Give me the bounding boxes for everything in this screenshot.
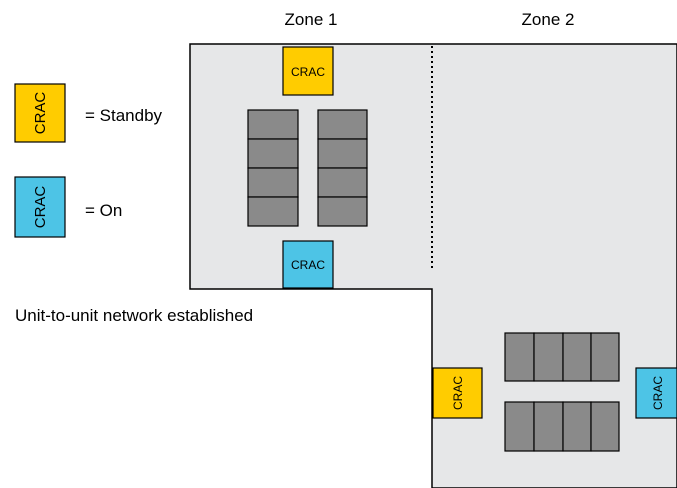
rack	[247, 109, 299, 140]
zone-1-rack-row-right	[317, 109, 368, 227]
legend: CRAC = Standby CRAC = On	[14, 83, 163, 238]
crac-unit-label: CRAC	[291, 65, 325, 79]
network-status-caption: Unit-to-unit network established	[15, 306, 253, 325]
crac-unit-box	[432, 367, 483, 419]
crac-unit-box	[635, 367, 677, 419]
zone-1-label: Zone 1	[285, 10, 338, 29]
rack	[317, 196, 368, 227]
crac-unit-box	[282, 240, 334, 289]
legend-on-swatch	[14, 176, 66, 238]
crac-unit-label: CRAC	[451, 376, 465, 410]
rack	[317, 109, 368, 140]
legend-standby-text: = Standby	[85, 106, 163, 125]
rack	[590, 401, 620, 452]
rack	[590, 332, 620, 382]
legend-standby-swatch	[14, 83, 66, 143]
crac-unit-label: CRAC	[291, 258, 325, 272]
rack	[247, 196, 299, 227]
rack	[504, 401, 535, 452]
crac-unit-label: CRAC	[651, 376, 665, 410]
crac-unit-zone-2-right: CRAC	[635, 367, 677, 419]
legend-on-unit-label: CRAC	[32, 186, 49, 229]
rack	[247, 167, 299, 198]
zone-2-label: Zone 2	[522, 10, 575, 29]
zone-2-rack-row-bottom	[504, 401, 620, 452]
rack	[562, 401, 592, 452]
legend-on: CRAC = On	[14, 176, 122, 238]
rack	[317, 167, 368, 198]
crac-unit-zone-1-bottom: CRAC	[282, 240, 334, 289]
zone-1-rack-row-left	[247, 109, 299, 227]
legend-standby: CRAC = Standby	[14, 83, 163, 143]
rack	[317, 138, 368, 169]
rack	[504, 332, 535, 382]
rack	[562, 332, 592, 382]
zone-2-rack-row-top	[504, 332, 620, 382]
legend-standby-unit-label: CRAC	[32, 92, 49, 135]
crac-unit-box	[282, 46, 334, 96]
crac-unit-zone-2-left: CRAC	[432, 367, 483, 419]
rack	[533, 332, 564, 382]
legend-on-text: = On	[85, 201, 122, 220]
rack	[533, 401, 564, 452]
crac-unit-zone-1-top: CRAC	[282, 46, 334, 96]
rack	[247, 138, 299, 169]
